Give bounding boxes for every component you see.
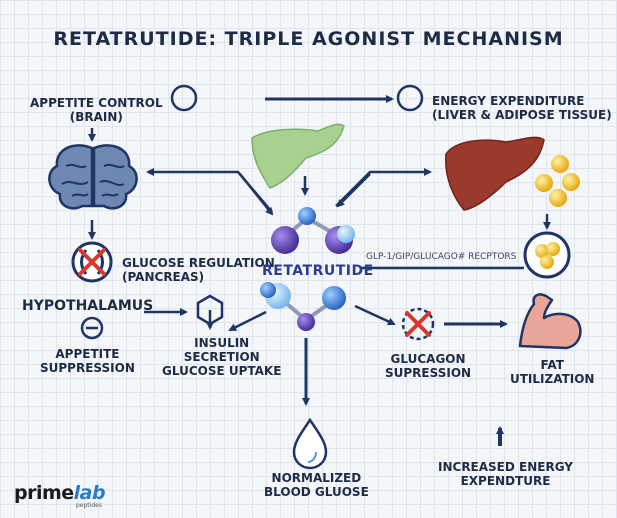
blocked-hypothalamus-icon: [71, 241, 113, 283]
hexagon-pancreas-icon: [196, 294, 224, 330]
lower-molecule-icon: [260, 282, 346, 331]
fat-cells-icon: [535, 155, 580, 207]
arrow-center-head: [239, 173, 274, 216]
drop-shine-icon: [307, 451, 317, 463]
logo-prime: prime: [14, 482, 74, 504]
upper-molecule-icon: [271, 207, 355, 254]
label-increased-energy: INCREASED ENERGY EXPENDTURE: [438, 460, 573, 488]
label-energy-expenditure: ENERGY EXPENDITURE (LIVER & ADIPOSE TISS…: [432, 94, 612, 122]
brand-logo: primelab: [14, 482, 106, 504]
label-appetite-control: APPETITE CONTROL (BRAIN): [30, 96, 163, 124]
glucagon-blocked-icon: [401, 307, 435, 341]
label-glucagon-suppression: GLUCAGON SUPRESSION: [385, 352, 472, 380]
energy-circle-icon: [396, 84, 424, 112]
logo-sub: peptides: [76, 502, 102, 509]
arrow-center-insulin: [228, 310, 267, 332]
blood-drop-icon: [292, 417, 328, 470]
center-label: RETATRUTIDE: [262, 263, 374, 279]
arrow-center-to-liver: [335, 168, 432, 207]
liver-green-icon: [251, 123, 345, 189]
label-fat-utilization: FAT UTILIZATION: [510, 358, 595, 386]
appetite-circle-icon: [170, 84, 198, 112]
logo-lab: lab: [73, 482, 106, 504]
muscle-arm-icon: [518, 293, 582, 350]
label-hypothalamus: HYPOTHALAMUS: [22, 298, 154, 314]
liver-red-icon: [445, 136, 545, 211]
label-appetite-suppression: APPETITE SUPPRESSION: [40, 347, 135, 375]
minus-circle-icon: [80, 316, 104, 340]
label-glucose-regulation: GLUCOSE REGULATION (PANCREAS): [122, 256, 275, 284]
diagram-title: RETATRUTIDE: TRIPLE AGONIST MECHANISM: [53, 28, 564, 50]
label-insulin-secretion: INSULIN SECRETION GLUCOSE UPTAKE: [162, 336, 282, 378]
receptor-label: GLP-1/GIP/GLUCAGO# RECPTORS: [366, 252, 517, 262]
arrow-center-glucagon: [354, 304, 396, 326]
brain-icon: [48, 144, 138, 210]
label-blood-glucose: NORMALIZED BLOOD GLUOSE: [264, 471, 369, 499]
circled-fat-cells-icon: [523, 231, 571, 279]
arrow-liver-to-center: [336, 173, 371, 208]
